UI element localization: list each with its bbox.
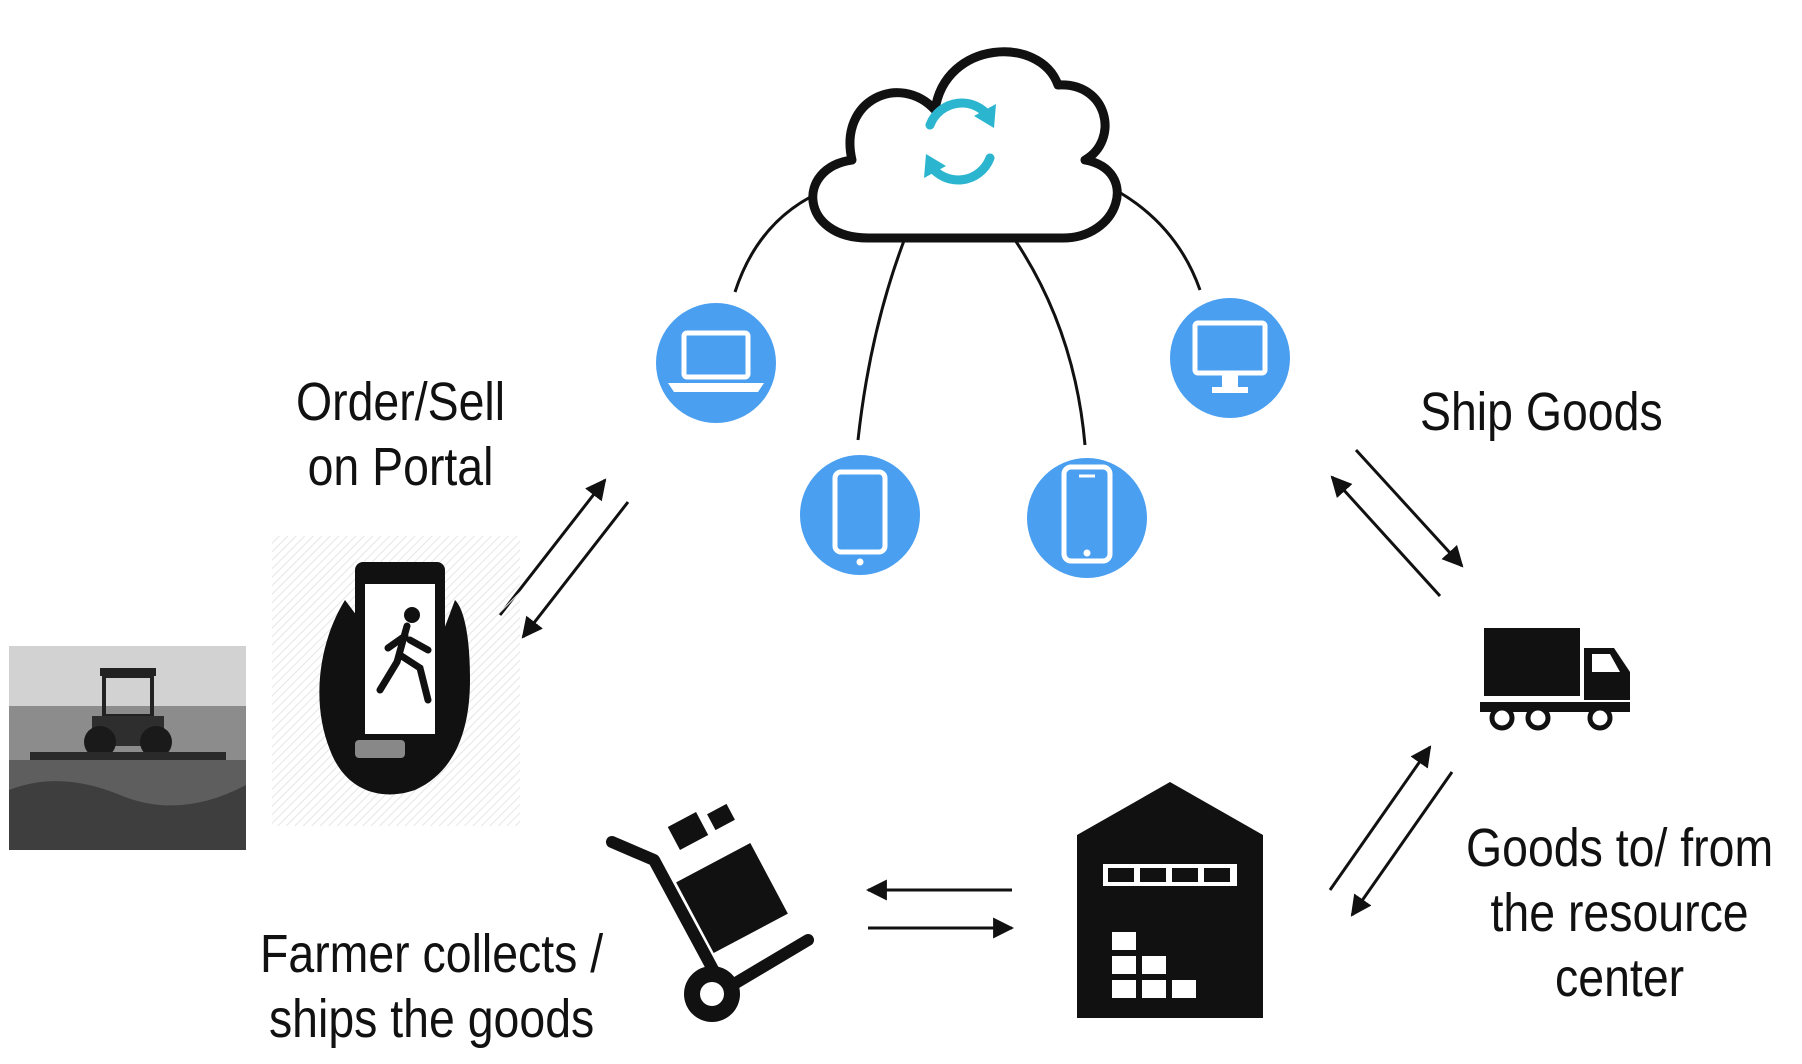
goods-resource-line1: Goods to/ from xyxy=(1466,818,1774,878)
tablet-icon xyxy=(800,455,920,575)
hand-holding-phone-icon xyxy=(272,536,520,826)
laptop-icon xyxy=(656,303,776,423)
truck-icon xyxy=(1480,628,1630,731)
order-sell-line1: Order/Sell xyxy=(296,372,506,432)
farmer-label: Farmer collects / ships the goods xyxy=(260,922,603,1052)
arrows-warehouse xyxy=(865,879,1015,939)
warehouse-icon xyxy=(1077,782,1263,1018)
goods-resource-line2: the resource xyxy=(1490,882,1749,943)
order-sell-line2: on Portal xyxy=(307,436,494,497)
hand-truck-icon xyxy=(606,803,814,1022)
arrows-resource xyxy=(1328,745,1454,917)
order-sell-label: Order/Sell on Portal xyxy=(296,370,505,500)
goods-resource-label: Goods to/ from the resource center xyxy=(1466,816,1773,1010)
arrows-ship xyxy=(1330,448,1464,598)
connector-tablet xyxy=(856,237,907,441)
ship-goods-text: Ship Goods xyxy=(1420,382,1663,442)
desktop-monitor-icon xyxy=(1170,298,1290,418)
tractor-photo xyxy=(9,646,246,850)
cloud-icon xyxy=(808,47,1122,243)
smartphone-icon xyxy=(1027,458,1147,578)
goods-resource-line3: center xyxy=(1555,947,1685,1008)
ship-goods-label: Ship Goods xyxy=(1420,380,1663,445)
farmer-line2: ships the goods xyxy=(268,988,595,1049)
connector-phone xyxy=(1013,239,1087,446)
farmer-line1: Farmer collects / xyxy=(260,924,604,984)
